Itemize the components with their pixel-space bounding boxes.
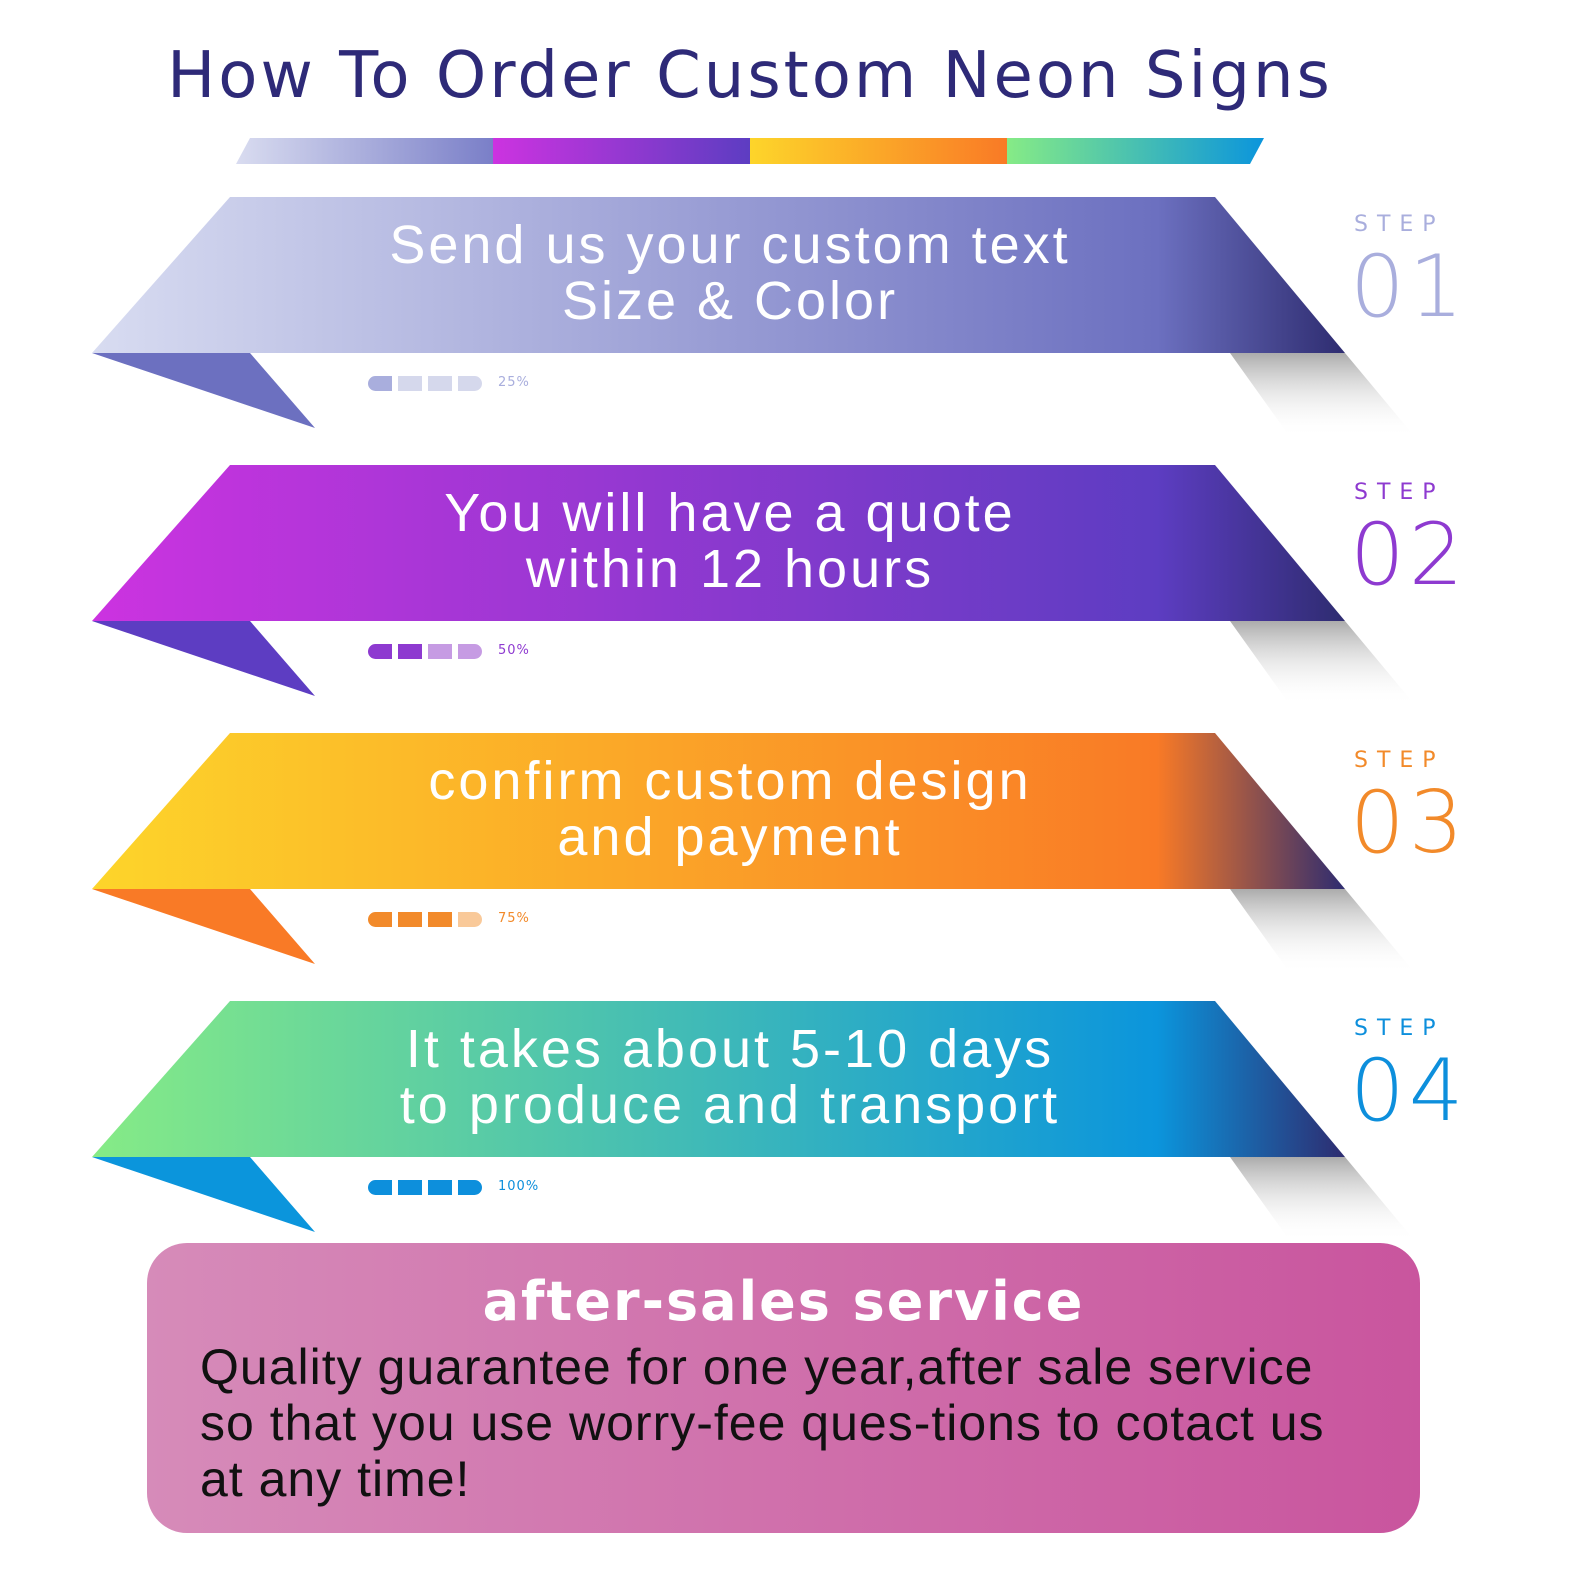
step-text-line1: You will have a quote (444, 483, 1016, 543)
step-ribbon (92, 1001, 1345, 1157)
progress-segment (458, 1179, 482, 1195)
progress-indicator: 25% (368, 375, 530, 391)
step-text-line1: It takes about 5-10 days (405, 1019, 1055, 1079)
progress-segment (428, 1179, 452, 1195)
progress-segment (368, 643, 392, 659)
step-ribbon (92, 197, 1345, 353)
step-text-line1: confirm custom design (428, 751, 1032, 811)
progress-segment (428, 911, 452, 927)
progress-percent: 75% (498, 911, 530, 926)
ribbons-group (92, 197, 1415, 1241)
progress-segment (398, 911, 422, 927)
ribbon-tail (92, 1157, 315, 1232)
step-number: 03 (1350, 773, 1468, 873)
progress-percent: 100% (498, 1179, 540, 1194)
after-sales-title: after-sales service (482, 1270, 1085, 1333)
progress-percent: 50% (498, 643, 530, 658)
step-ribbon (92, 733, 1345, 889)
page-title: How To Order Custom Neon Signs (167, 39, 1333, 113)
step-text-line2: and payment (557, 807, 903, 867)
progress-segment (428, 643, 452, 659)
ribbon-tail (92, 621, 315, 696)
ribbon-shadow (1230, 353, 1415, 437)
step-text-line2: within 12 hours (525, 539, 935, 599)
progress-segment (458, 375, 482, 391)
progress-segment (368, 911, 392, 927)
progress-segment (458, 911, 482, 927)
after-sales-box: after-sales service Quality guarantee fo… (147, 1243, 1420, 1533)
progress-indicator: 75% (368, 911, 530, 927)
step-text-line2: Size & Color (561, 271, 899, 331)
step-text-line2: to produce and transport (399, 1075, 1061, 1135)
step-number: 04 (1350, 1041, 1468, 1141)
progress-segment (398, 1179, 422, 1195)
ribbon-tail (92, 353, 315, 428)
step-ribbon (92, 465, 1345, 621)
after-sales-body: Quality guarantee for one year,after sal… (200, 1339, 1325, 1507)
progress-indicator: 100% (368, 1179, 539, 1195)
progress-segment (398, 375, 422, 391)
step-number: 02 (1350, 505, 1468, 605)
step-word: STEP (1354, 1016, 1445, 1041)
step-word: STEP (1354, 748, 1445, 773)
progress-segment (428, 375, 452, 391)
color-bar (236, 138, 1264, 164)
step-text-line1: Send us your custom text (389, 215, 1071, 275)
step-word: STEP (1354, 480, 1445, 505)
step-word: STEP (1354, 212, 1445, 237)
progress-segment (398, 643, 422, 659)
progress-indicator: 50% (368, 643, 530, 659)
ribbon-shadow (1230, 889, 1415, 973)
progress-segment (458, 643, 482, 659)
ribbon-tail (92, 889, 315, 964)
step-number: 01 (1350, 237, 1468, 337)
progress-segment (368, 1179, 392, 1195)
ribbon-shadow (1230, 621, 1415, 705)
progress-percent: 25% (498, 375, 530, 390)
progress-segment (368, 375, 392, 391)
ribbon-shadow (1230, 1157, 1415, 1241)
